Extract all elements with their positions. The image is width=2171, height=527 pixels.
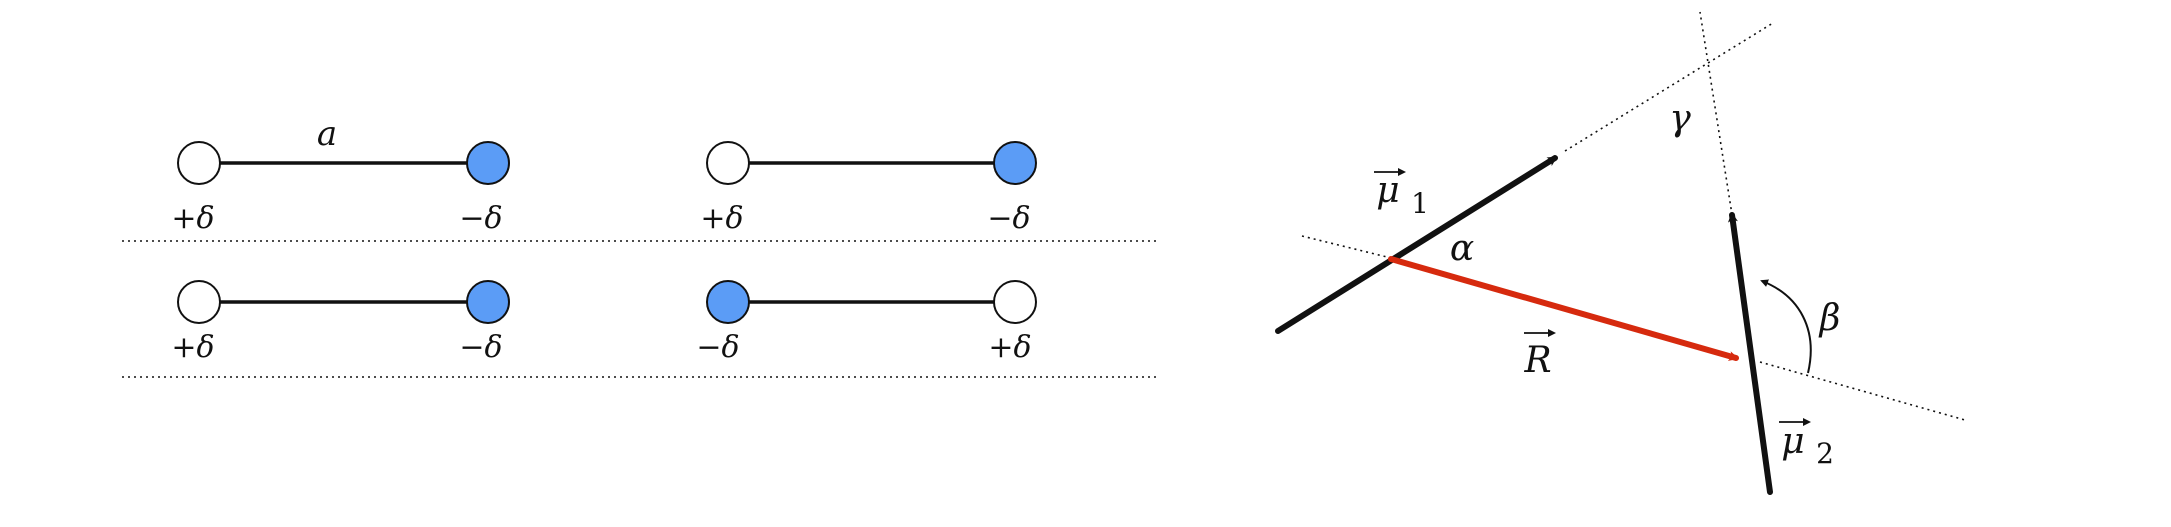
right-charge-label: −δ xyxy=(987,201,1030,236)
mu1-vector-arrow xyxy=(1275,155,1558,334)
positive-charge-circle xyxy=(177,141,221,185)
left-charge-label: +δ xyxy=(700,201,743,236)
negative-charge-circle xyxy=(706,280,750,324)
beta-angle-arc xyxy=(1760,279,1812,374)
separation-vector-arrow xyxy=(1388,256,1739,361)
positive-charge-circle xyxy=(706,141,750,185)
mu1-symbol: μ xyxy=(1376,170,1399,211)
dipole-pair-bottom-right: −δ +δ xyxy=(696,280,1037,365)
bond-length-label: a xyxy=(317,114,337,154)
left-charge-label: +δ xyxy=(171,330,214,365)
gamma-angle-label: γ xyxy=(1669,98,1691,139)
right-charge-label: −δ xyxy=(459,201,502,236)
separation-label: R xyxy=(1523,329,1556,381)
right-charge-label: +δ xyxy=(988,330,1031,365)
alpha-angle-label: α xyxy=(1450,228,1474,269)
positive-charge-circle xyxy=(993,280,1037,324)
negative-charge-circle xyxy=(466,280,510,324)
dipole-configurations-panel: a +δ −δ +δ −δ +δ −δ −δ +δ xyxy=(122,114,1157,378)
separation-symbol: R xyxy=(1523,340,1551,381)
left-charge-label: −δ xyxy=(696,330,739,365)
dipole-pair-bottom-left: +δ −δ xyxy=(171,280,510,365)
mu2-subscript: 2 xyxy=(1816,437,1834,470)
positive-charge-circle xyxy=(177,280,221,324)
dipole-pair-top-left: a +δ −δ xyxy=(171,114,510,236)
dipole-pair-top-right: +δ −δ xyxy=(700,141,1037,236)
mu1-label: μ 1 xyxy=(1374,168,1429,220)
mu2-symbol: μ xyxy=(1781,421,1804,462)
mu1-subscript: 1 xyxy=(1411,187,1429,220)
beta-angle-label: β xyxy=(1818,298,1841,339)
mu1-extension-dotted-line xyxy=(1301,235,1392,259)
dipole-geometry-panel: μ 1 α R γ β μ 2 xyxy=(1275,11,1966,495)
r-extension-dotted-line xyxy=(1759,361,1966,421)
negative-charge-circle xyxy=(466,141,510,185)
left-charge-label: +δ xyxy=(171,201,214,236)
mu2-extension-dotted-line xyxy=(1699,11,1734,222)
right-charge-label: −δ xyxy=(459,330,502,365)
mu2-vector-arrow xyxy=(1727,212,1773,495)
negative-charge-circle xyxy=(993,141,1037,185)
mu2-label: μ 2 xyxy=(1779,418,1834,470)
